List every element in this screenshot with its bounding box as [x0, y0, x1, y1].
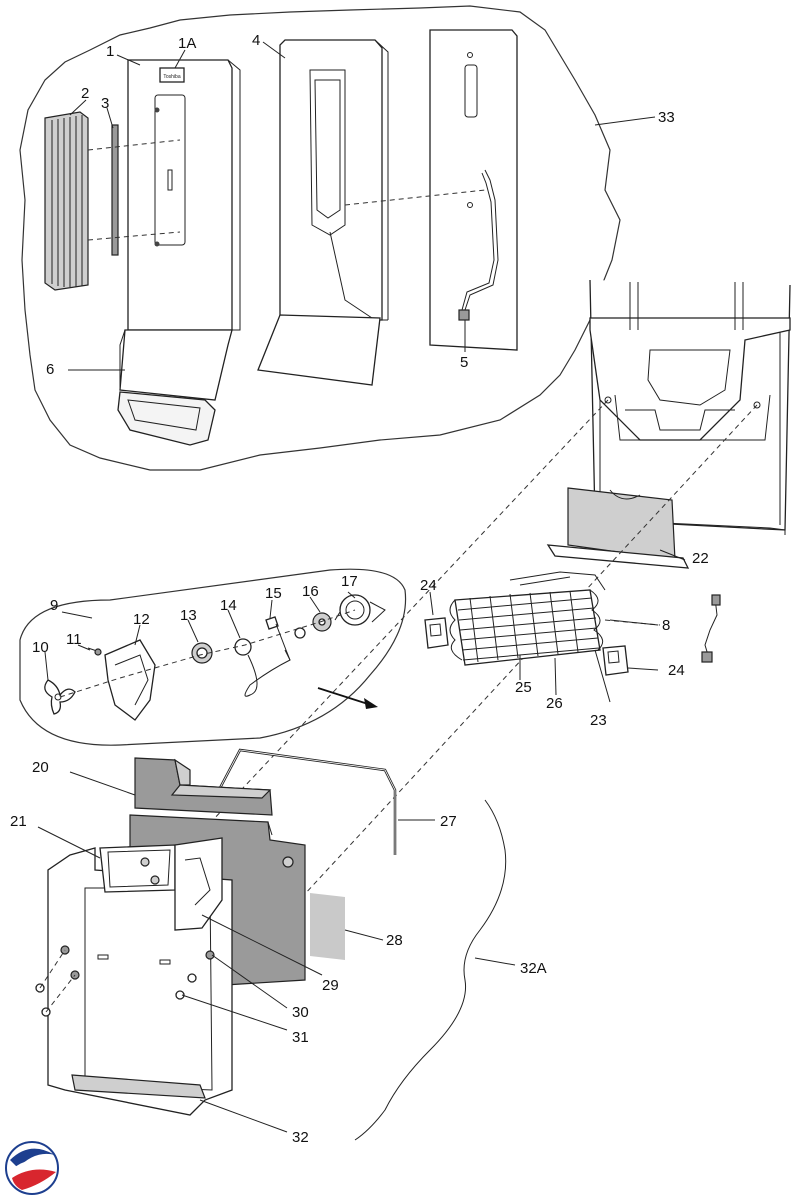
label-24-right: 24	[668, 662, 685, 679]
label-6: 6	[46, 361, 54, 378]
label-9: 9	[50, 597, 58, 614]
part-24-foam-blocks	[424, 617, 629, 676]
label-22: 22	[692, 550, 709, 567]
label-14: 14	[220, 597, 237, 614]
leader-lines	[37, 41, 686, 1133]
dash-lines-part2	[87, 139, 181, 241]
part-33-back-plate	[429, 29, 518, 351]
part-15-wire-connector	[265, 616, 291, 661]
part-23-evaporator	[449, 571, 606, 666]
direction-arrow	[317, 687, 369, 705]
part-8-sensor-wire	[701, 594, 721, 663]
direction-arrow-head	[364, 698, 378, 709]
brand-logo	[5, 1141, 59, 1195]
label-16: 16	[302, 583, 319, 600]
part-14-fan-motor	[234, 638, 291, 697]
label-10: 10	[32, 639, 49, 656]
label-1a: 1A	[178, 35, 196, 52]
part-12-fan-bracket	[104, 639, 156, 721]
label-32: 32	[292, 1129, 309, 1146]
label-2: 2	[81, 85, 89, 102]
label-4: 4	[252, 32, 260, 49]
label-26: 26	[546, 695, 563, 712]
part-6-air-duct	[117, 329, 233, 446]
dash-guide-right	[229, 404, 758, 976]
part-16-washer	[294, 627, 306, 639]
label-27: 27	[440, 813, 457, 830]
label-30: 30	[292, 1004, 309, 1021]
dash-line-part4-33	[344, 189, 486, 206]
label-20: 20	[32, 759, 49, 776]
part-22-evaporator-cover	[546, 487, 690, 569]
label-28: 28	[386, 932, 403, 949]
label-29: 29	[322, 977, 339, 994]
part-30-screw	[187, 950, 215, 983]
label-31: 31	[292, 1029, 309, 1046]
part-32a-boundary	[354, 799, 507, 1141]
group-33-outline	[19, 5, 621, 471]
group-9-outline	[19, 568, 407, 746]
part-4-duct-housing	[257, 39, 389, 386]
screws-left	[35, 945, 80, 1017]
label-11: 11	[66, 631, 82, 648]
dash-fan-axis	[59, 609, 356, 698]
label-33: 33	[658, 109, 675, 126]
label-12: 12	[133, 611, 150, 628]
part-11-screw	[87, 647, 102, 656]
part-28-insulation	[310, 893, 345, 960]
label-32a: 32A	[520, 960, 547, 977]
cabinet-frame	[589, 279, 791, 535]
label-1: 1	[106, 43, 114, 60]
part-32-rear-housing	[47, 837, 233, 1116]
label-13: 13	[180, 607, 197, 624]
part-10-fan-blade	[44, 679, 76, 715]
label-5: 5	[460, 354, 468, 371]
panel-badge-text: Toshiba	[163, 74, 180, 80]
label-3: 3	[101, 95, 109, 112]
label-8: 8	[662, 617, 670, 634]
part-20-top-duct	[134, 757, 273, 816]
label-17: 17	[341, 573, 358, 590]
label-24-left: 24	[420, 577, 437, 594]
label-25: 25	[515, 679, 532, 696]
part-3-gasket-strip	[111, 124, 119, 256]
part-17-motor-mount	[334, 594, 386, 626]
part-31-screw	[175, 990, 185, 1000]
label-23: 23	[590, 712, 607, 729]
part-1-front-panel: Toshiba	[127, 59, 241, 331]
part-2-ribbed-cover	[44, 111, 89, 291]
part-16-gear	[312, 612, 332, 632]
label-15: 15	[265, 585, 282, 602]
label-21: 21	[10, 813, 27, 830]
